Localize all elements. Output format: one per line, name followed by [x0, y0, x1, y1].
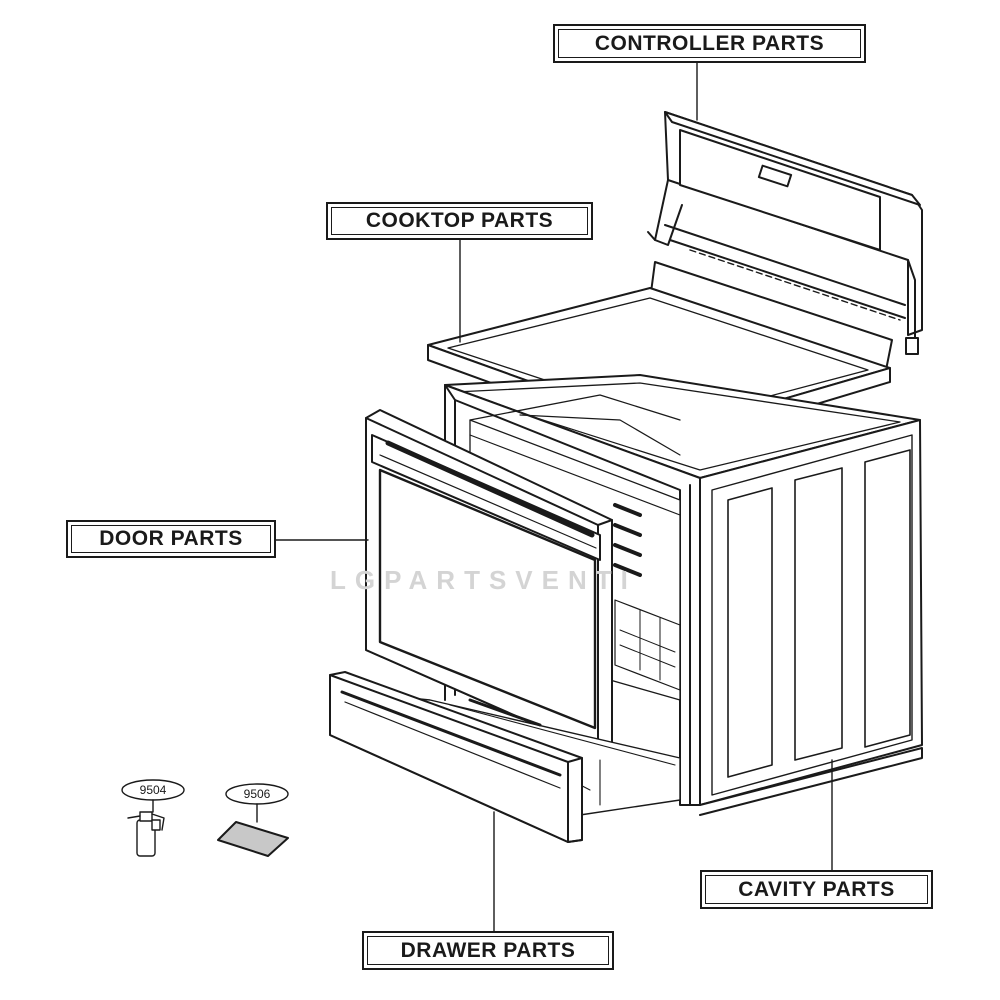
door-parts-label[interactable]: DOOR PARTS — [66, 520, 276, 558]
cavity-parts-label[interactable]: CAVITY PARTS — [700, 870, 933, 909]
spray-bottle-icon — [121, 779, 185, 857]
oven-door — [365, 409, 613, 753]
drawer-parts-label[interactable]: DRAWER PARTS — [362, 931, 614, 970]
part-number-9504[interactable]: 9504 — [139, 783, 167, 797]
part-number-9506[interactable]: 9506 — [243, 787, 271, 801]
cooktop-parts-label[interactable]: COOKTOP PARTS — [326, 202, 593, 240]
controller-parts-label[interactable]: CONTROLLER PARTS — [553, 24, 866, 63]
scraper-pad-icon — [217, 783, 289, 857]
watermark: LGPARTSVENTI — [330, 565, 637, 595]
storage-drawer — [329, 671, 681, 843]
controller-panel — [647, 111, 923, 355]
leader-lines — [275, 62, 833, 932]
